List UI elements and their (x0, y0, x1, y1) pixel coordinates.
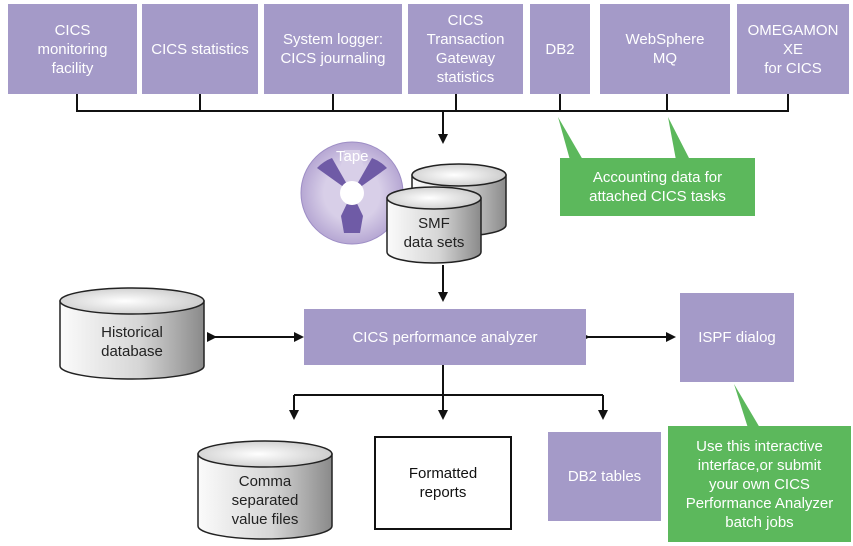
db2-tables: DB2 tables (548, 432, 661, 521)
formatted-reports: Formatted reports (374, 436, 512, 530)
accounting-note-pointer-2 (668, 117, 690, 160)
accounting-note: Accounting data for attached CICS tasks (560, 158, 755, 216)
tape-label: Tape (336, 148, 369, 165)
source-bus (76, 94, 789, 112)
output-tree (294, 365, 603, 396)
source-websphere-mq: WebSphere MQ (600, 4, 730, 94)
smf-data-sets-label: SMF data sets (403, 215, 465, 251)
ispf-dialog: ISPF dialog (680, 293, 794, 382)
historical-database-cylinder (59, 287, 205, 380)
source-cics-monitoring-facility: CICS monitoring facility (8, 4, 137, 94)
source-ctg-statistics: CICS Transaction Gateway statistics (408, 4, 523, 94)
csv-cylinder (197, 440, 333, 540)
ispf-help-note: Use this interactive interface,or submit… (668, 426, 851, 542)
tape-reel-icon (300, 141, 404, 245)
accounting-note-pointer-1 (558, 117, 583, 160)
historical-database-label: Historical database (101, 324, 163, 360)
ispf-note-pointer (734, 384, 760, 428)
csv-files-label: Comma separated value files (231, 473, 299, 528)
smf-cylinder-front (386, 186, 482, 264)
source-cics-statistics: CICS statistics (142, 4, 258, 94)
source-omegamon: OMEGAMON XE for CICS (737, 4, 849, 94)
cics-performance-analyzer: CICS performance analyzer (304, 309, 586, 365)
source-system-logger: System logger: CICS journaling (264, 4, 402, 94)
source-db2: DB2 (530, 4, 590, 94)
